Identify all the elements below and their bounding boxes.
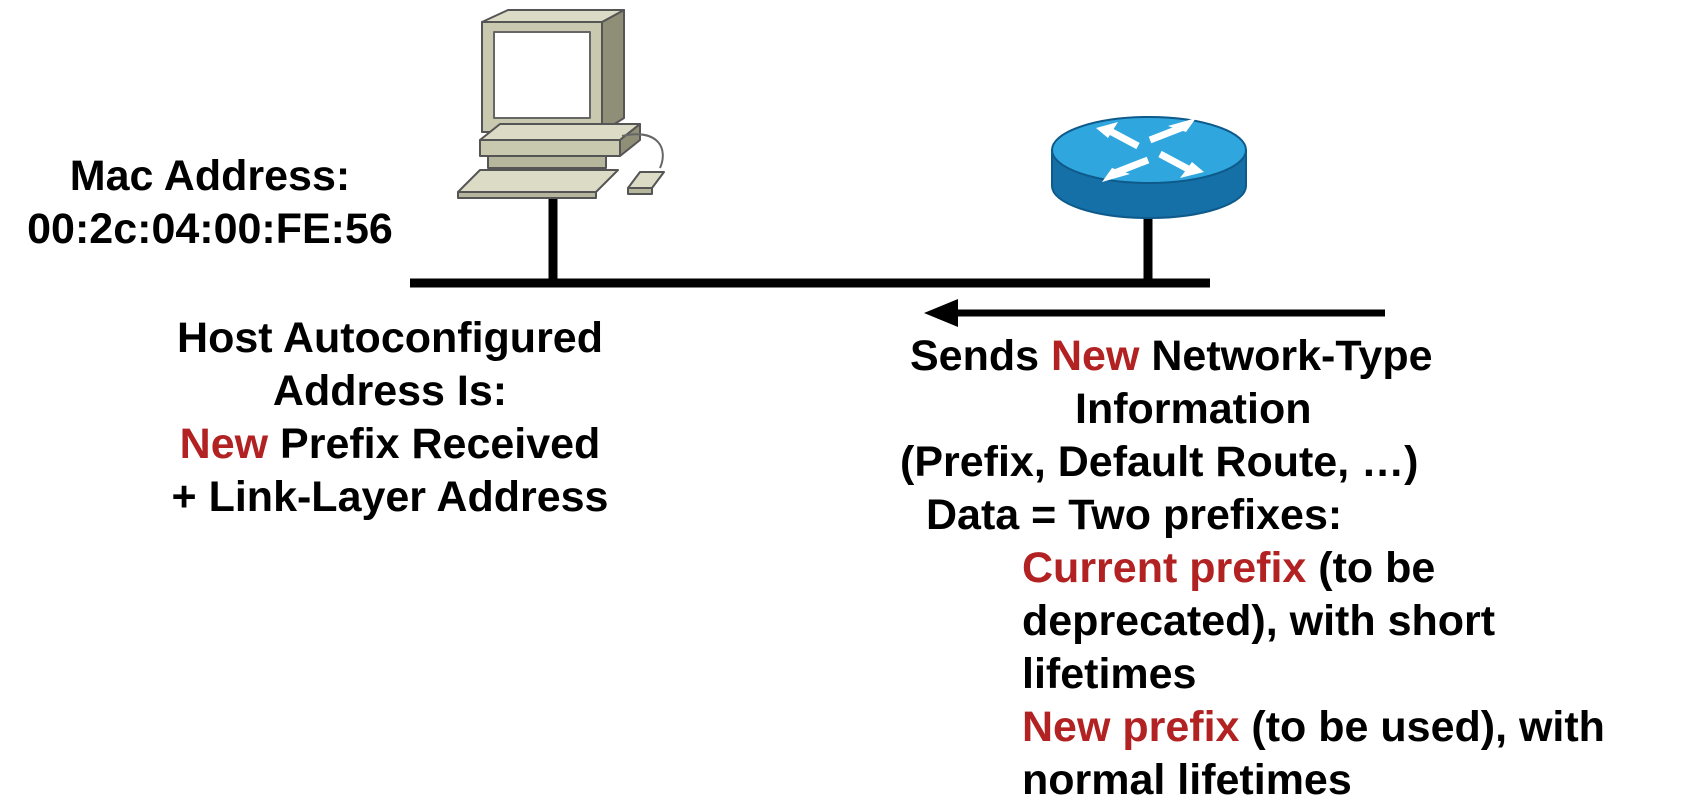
current-prefix-rest-3: lifetimes	[1022, 650, 1197, 698]
current-prefix-rest-2: deprecated), with short	[1022, 597, 1496, 645]
router-line-3: (Prefix, Default Route, …)	[900, 438, 1419, 486]
router-icon	[1051, 116, 1247, 219]
mac-address-label: Mac Address:	[69, 152, 351, 200]
new-prefix-item: New prefix (to be used), with normal lif…	[910, 701, 1605, 807]
router-line-1-end: Network-Type	[1139, 332, 1433, 380]
host-line-3-rest: Prefix Received	[268, 420, 601, 468]
host-line-3: New Prefix Received	[140, 418, 640, 471]
computer-icon	[457, 9, 665, 199]
current-prefix-rest-1: (to be	[1306, 544, 1436, 592]
router-line-1-start: Sends	[910, 332, 1051, 380]
host-new-highlight: New	[179, 420, 269, 468]
router-line-4: Data = Two prefixes:	[926, 491, 1343, 539]
router-line-2: Information	[1075, 385, 1312, 433]
router-info-block: Sends New Network-Type Information (Pref…	[900, 330, 1605, 807]
new-prefix-rest-1: (to be used), with	[1239, 703, 1605, 751]
mac-address-block: Mac Address: 00:2c:04:00:FE:56	[0, 150, 420, 256]
router-new-highlight: New	[1051, 332, 1140, 380]
mac-address-value: 00:2c:04:00:FE:56	[27, 205, 393, 253]
new-prefix-rest-2: normal lifetimes	[1022, 756, 1352, 804]
host-line-2: Address Is:	[272, 367, 508, 415]
host-line-4: + Link-Layer Address	[171, 473, 609, 521]
current-prefix-highlight: Current prefix	[1022, 544, 1307, 592]
current-prefix-item: Current prefix (to be deprecated), with …	[910, 542, 1605, 701]
router-line-1: Sends New Network-Type	[910, 330, 1605, 383]
host-line-1: Host Autoconfigured	[177, 314, 603, 362]
new-prefix-highlight: New prefix	[1022, 703, 1240, 751]
arrow-left-icon	[924, 299, 1385, 327]
host-address-block: Host Autoconfigured Address Is: New Pref…	[140, 312, 640, 524]
